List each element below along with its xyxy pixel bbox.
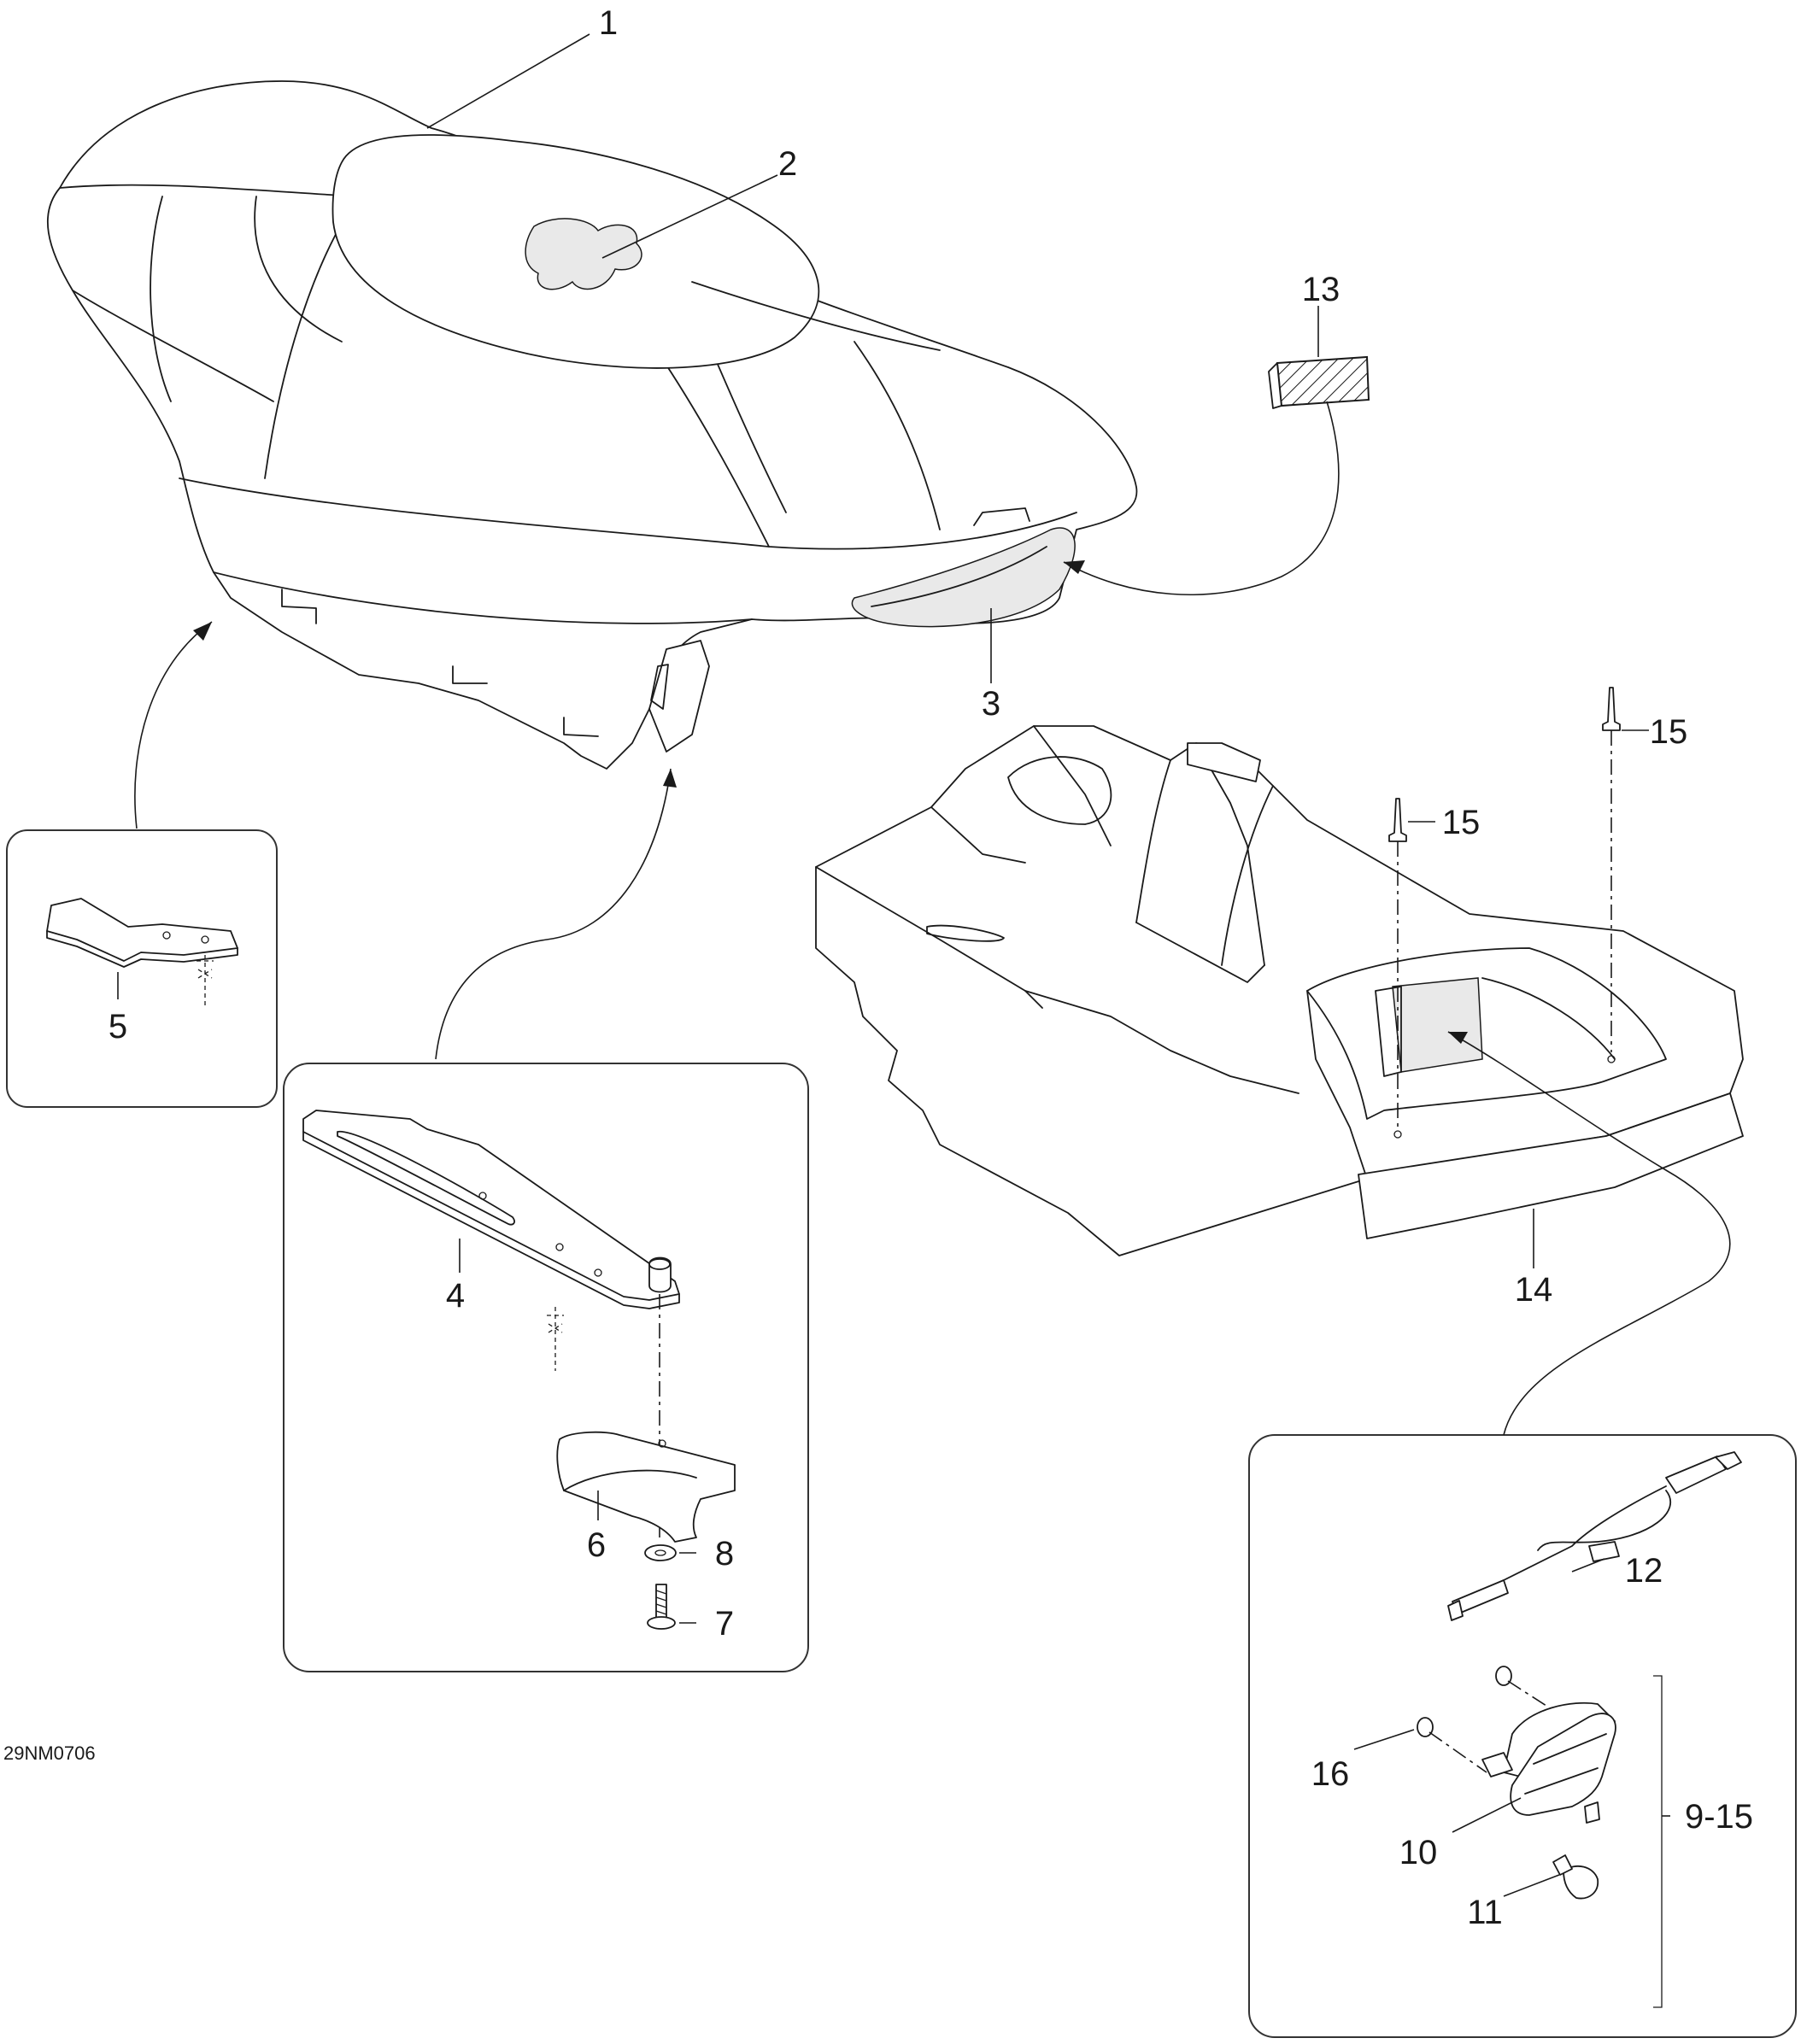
callout-12: 12 (1625, 1552, 1663, 1590)
callout-7: 7 (715, 1605, 734, 1643)
tail-light-inset (1248, 1434, 1797, 2038)
seat-logo (525, 218, 642, 290)
tail-light-assembly (1481, 1701, 1616, 1824)
callout-6: 6 (587, 1526, 606, 1564)
callout-14: 14 (1515, 1271, 1553, 1309)
callout-10: 10 (1399, 1834, 1438, 1871)
push-rivet (547, 1307, 564, 1371)
latch-plate (302, 1110, 680, 1309)
decal (1268, 355, 1370, 409)
screw (647, 1584, 676, 1630)
callout-2: 2 (778, 145, 797, 183)
tail-reflector (851, 527, 1076, 628)
hinge-bracket (46, 898, 238, 968)
seat-cover (46, 80, 1138, 770)
seat-base (815, 725, 1744, 1256)
bulb (1552, 1854, 1599, 1900)
push-rivet (197, 955, 214, 1008)
callout-11: 11 (1467, 1894, 1503, 1931)
wiring-harness (1447, 1451, 1742, 1621)
latch-support (556, 1431, 736, 1543)
latch-inset (283, 1063, 809, 1672)
grommet (1417, 1666, 1512, 1737)
callout-3: 3 (982, 685, 1000, 723)
rivet (1388, 687, 1621, 1127)
callout-8: 8 (715, 1535, 734, 1573)
callout-9-15: 9-15 (1685, 1798, 1753, 1836)
washer (644, 1544, 677, 1561)
callout-4: 4 (446, 1277, 465, 1315)
drawing-code: 29NM0706 (3, 1742, 96, 1764)
callout-15-left: 15 (1442, 804, 1481, 841)
callout-1: 1 (599, 4, 618, 42)
callout-15-right: 15 (1650, 713, 1688, 751)
bracket-5-inset (6, 829, 278, 1108)
callout-16: 16 (1311, 1755, 1350, 1793)
callout-5: 5 (109, 1008, 127, 1045)
callout-13: 13 (1302, 271, 1340, 308)
